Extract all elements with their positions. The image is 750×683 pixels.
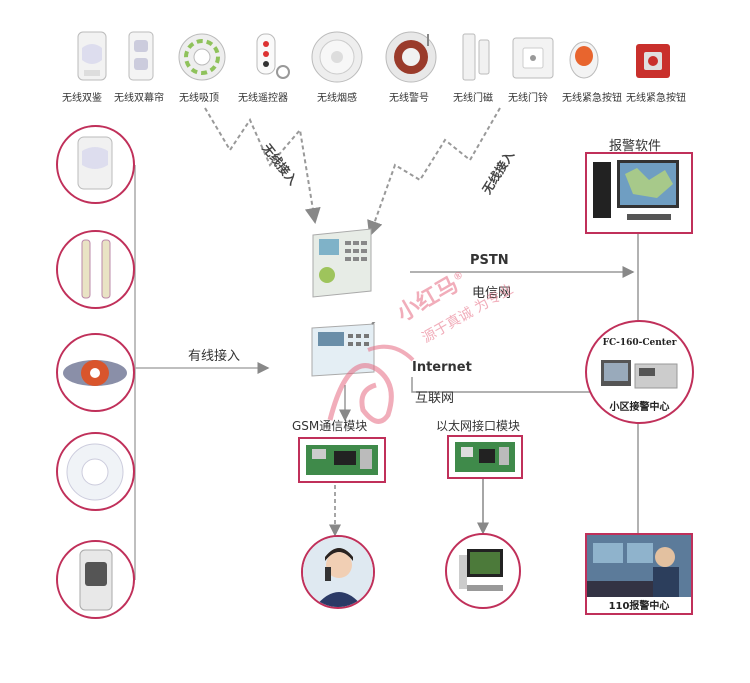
device-label: 无线门磁	[453, 93, 493, 104]
gsm-module-label: GSM通信模块	[292, 419, 368, 433]
device-label: 无线警号	[389, 93, 429, 104]
wired-beam-detector	[56, 230, 135, 309]
wired-glass-break-detector	[56, 333, 135, 412]
wired-outdoor-detector	[56, 540, 135, 619]
device-label: 无线遥控器	[238, 93, 288, 104]
wired-detector-pir	[56, 125, 135, 204]
device-label: 无线吸顶	[179, 93, 219, 104]
gsm-module-board	[298, 437, 386, 483]
pc-terminal-photo	[445, 533, 521, 609]
wired-ceiling-detector	[56, 432, 135, 511]
center-subtitle: 小区接警中心	[609, 402, 670, 413]
watermark-logo	[318, 330, 428, 440]
alarm-host-panel	[307, 227, 377, 299]
wired-label: 有线接入	[188, 349, 241, 364]
alarm-software-label: 报警软件	[609, 139, 662, 154]
center-equipment	[601, 360, 678, 389]
dual-curtain-detector-icon	[126, 30, 156, 82]
wireless-left-path	[204, 107, 321, 224]
telecom-label: 电信网	[472, 286, 512, 301]
device-label: 无线双鉴	[62, 93, 102, 104]
police-center-photo: 110报警中心	[585, 533, 693, 615]
door-magnet-icon	[460, 32, 492, 82]
mobile-user-photo	[301, 535, 375, 609]
pstn-label: PSTN	[470, 253, 509, 268]
device-label: 无线双幕帘	[114, 93, 164, 104]
center-title: FC-160-Center	[602, 338, 677, 348]
device-label: 无线烟感	[317, 93, 357, 104]
community-alarm-center: FC-160-Center 小区接警中心	[585, 320, 694, 424]
emergency-button-icon	[567, 34, 601, 82]
police-center-label: 110报警中心	[608, 601, 670, 612]
ethernet-module-label: 以太网接口模块	[436, 419, 521, 433]
dual-tech-detector-icon	[74, 30, 110, 82]
doorbell-icon	[511, 36, 555, 80]
internet-cn-label: 互联网	[415, 391, 455, 406]
remote-control-icon	[253, 30, 293, 82]
ceiling-detector-icon	[177, 32, 227, 82]
smoke-detector-icon	[310, 30, 364, 84]
internet-label: Internet	[412, 360, 472, 375]
gsm-alarm-panel	[308, 317, 380, 378]
ethernet-module-board	[447, 435, 523, 479]
siren-icon	[384, 30, 438, 84]
device-label: 无线紧急按钮	[562, 93, 622, 104]
device-label: 无线紧急按钮	[626, 93, 686, 104]
internet-arrow	[411, 377, 637, 398]
wireless-right-path	[367, 107, 501, 237]
emergency-button-icon	[632, 40, 674, 82]
device-label: 无线门铃	[508, 93, 548, 104]
alarm-software-pc	[585, 152, 693, 234]
